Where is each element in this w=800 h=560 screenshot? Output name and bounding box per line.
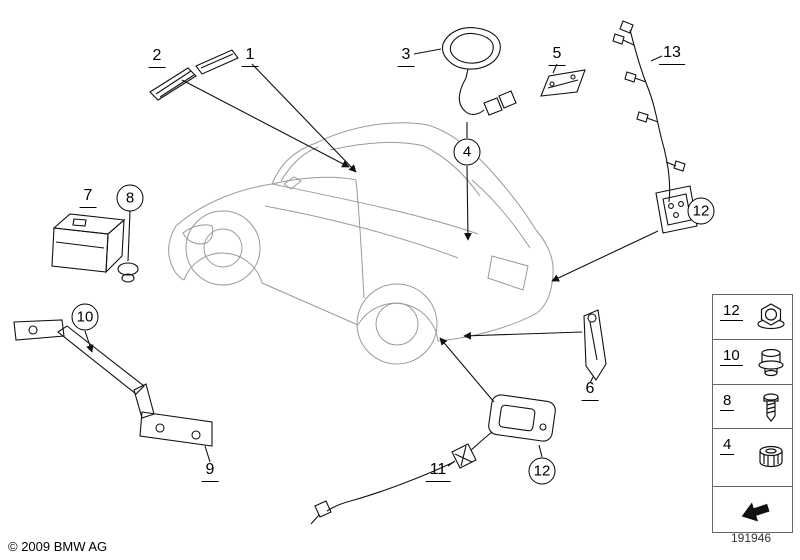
callout-13[interactable]: 13 bbox=[659, 43, 685, 65]
callout-7[interactable]: 7 bbox=[79, 186, 97, 208]
callout-6[interactable]: 6 bbox=[581, 379, 599, 401]
leader-line bbox=[439, 337, 495, 403]
part-5-bracket bbox=[540, 69, 586, 97]
legend-label-8[interactable]: 8 bbox=[720, 392, 735, 411]
part-7-control-module bbox=[51, 213, 126, 274]
screw-icon bbox=[763, 392, 779, 422]
part-6-antenna-bracket bbox=[583, 309, 607, 381]
leader-line bbox=[84, 330, 94, 353]
callout-10-circled[interactable]: 10 bbox=[71, 303, 99, 331]
callout-3[interactable]: 3 bbox=[397, 45, 415, 67]
part-12-amplifier-bottom bbox=[488, 394, 556, 442]
leader-line bbox=[181, 79, 350, 168]
leader-line bbox=[464, 165, 472, 241]
leader-line bbox=[589, 376, 594, 384]
part-13-cable-harness bbox=[612, 20, 686, 203]
antenna-cable bbox=[458, 77, 517, 116]
legend-label-10[interactable]: 10 bbox=[720, 347, 743, 366]
leader-line bbox=[650, 55, 663, 62]
part-11-cable bbox=[310, 431, 493, 525]
legend-item-direction bbox=[713, 486, 792, 532]
callout-11[interactable]: 11 bbox=[425, 460, 451, 482]
legend-item-12: 12 bbox=[713, 295, 792, 339]
legend-item-8: 8 bbox=[713, 384, 792, 428]
callout-9[interactable]: 9 bbox=[201, 460, 219, 482]
part-2-antenna-strips bbox=[149, 49, 239, 101]
part-8-grommet bbox=[117, 262, 139, 283]
callout-8-circled[interactable]: 8 bbox=[116, 184, 144, 212]
callout-2[interactable]: 2 bbox=[148, 46, 166, 68]
parts-art bbox=[13, 20, 698, 525]
callout-1[interactable]: 1 bbox=[241, 45, 259, 67]
diagram-part-number: 191946 bbox=[731, 531, 772, 545]
callout-12-circled-bottom[interactable]: 12 bbox=[528, 457, 556, 485]
legend-label-12[interactable]: 12 bbox=[720, 302, 743, 321]
callout-4-circled[interactable]: 4 bbox=[453, 138, 481, 166]
copyright-notice: © 2009 BMW AG bbox=[8, 539, 108, 554]
fastener-legend: 12 10 8 bbox=[712, 294, 793, 533]
hex-nut-icon bbox=[758, 348, 784, 377]
leader-line bbox=[551, 230, 659, 282]
leader-line bbox=[204, 445, 211, 463]
legend-item-4: 4 bbox=[713, 428, 792, 486]
leader-line bbox=[447, 460, 456, 467]
callout-12-circled-right[interactable]: 12 bbox=[687, 197, 715, 225]
legend-label-4[interactable]: 4 bbox=[720, 436, 735, 455]
callout-5[interactable]: 5 bbox=[548, 44, 566, 66]
leader-line bbox=[251, 63, 357, 173]
leader-line bbox=[463, 331, 583, 340]
part-3-roof-antenna bbox=[442, 27, 501, 79]
leader-line bbox=[413, 48, 442, 55]
leader-line bbox=[538, 444, 543, 458]
flange-nut-icon bbox=[757, 303, 785, 330]
direction-arrow-icon bbox=[741, 501, 770, 522]
leader-line bbox=[127, 210, 131, 262]
collar-nut-icon bbox=[759, 445, 783, 467]
part-9-bracket bbox=[13, 319, 213, 447]
legend-item-10: 10 bbox=[713, 339, 792, 384]
car-outline bbox=[168, 122, 554, 365]
